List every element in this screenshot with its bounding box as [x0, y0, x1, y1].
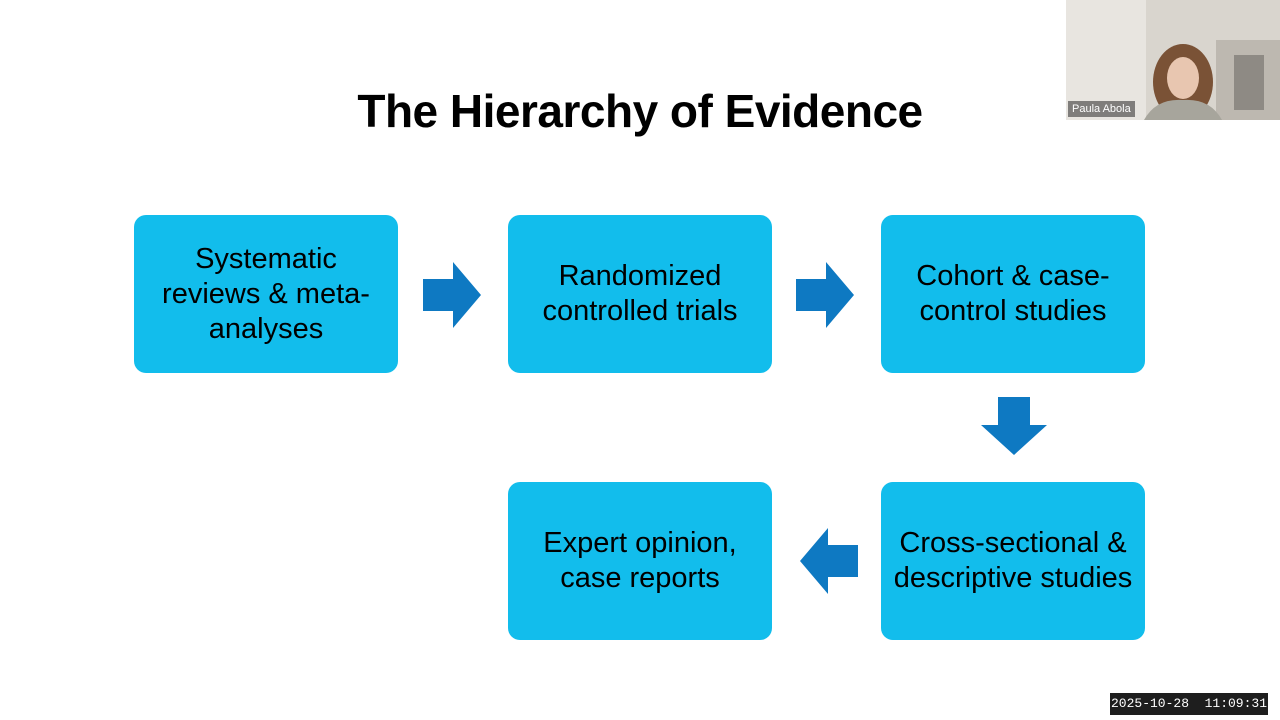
recording-timestamp: 2025-10-28 11:09:31	[1110, 693, 1268, 715]
node-label: Cohort & case-control studies	[916, 260, 1110, 327]
node-label: Cross-sectional & descriptive studies	[893, 527, 1133, 594]
node-label: Randomized controlled trials	[542, 260, 738, 327]
node-expert-opinion: Expert opinion, case reports	[508, 482, 772, 640]
arrow-right-icon	[796, 262, 854, 328]
participant-name-tag: Paula Abola	[1068, 101, 1135, 117]
participant-video-tile[interactable]	[1066, 0, 1280, 120]
node-systematic-reviews: Systematic reviews & meta-analyses	[134, 215, 398, 373]
node-cross-sectional: Cross-sectional & descriptive studies	[881, 482, 1145, 640]
arrow-right-icon	[423, 262, 481, 328]
node-label: Expert opinion, case reports	[543, 527, 737, 594]
participant-avatar	[1066, 0, 1280, 120]
arrow-down-icon	[981, 397, 1047, 455]
node-cohort-studies: Cohort & case-control studies	[881, 215, 1145, 373]
node-randomized-controlled-trials: Randomized controlled trials	[508, 215, 772, 373]
arrow-left-icon	[800, 528, 858, 594]
node-label: Systematic reviews & meta-analyses	[162, 242, 370, 345]
slide-title: The Hierarchy of Evidence	[357, 85, 923, 137]
